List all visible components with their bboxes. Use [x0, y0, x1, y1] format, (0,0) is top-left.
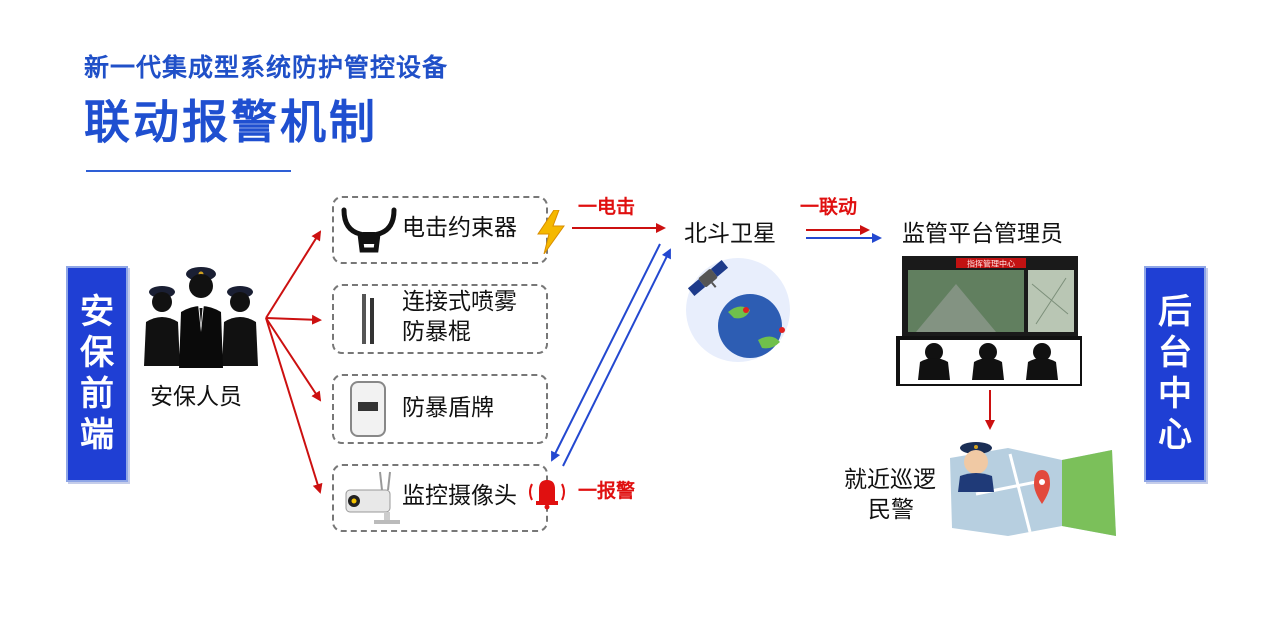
- device-box-stun-restraint: 电击约束器: [332, 196, 565, 264]
- alarm-label: 一报警: [578, 480, 636, 502]
- device-label-line2: 防暴棍: [402, 319, 471, 345]
- alarm-bell-icon: [529, 480, 565, 510]
- lightning-icon: [537, 210, 565, 254]
- satellite-label: 北斗卫星: [684, 221, 776, 247]
- police-label-line2: 民警: [868, 497, 914, 523]
- device-box-spray-baton: 连接式喷雾 防暴棍: [332, 284, 548, 354]
- device-label: 防暴盾牌: [402, 395, 494, 421]
- device-box-camera: 监控摄像头: [332, 464, 565, 532]
- side-char: 前: [80, 374, 114, 414]
- baton-icon: [362, 294, 374, 344]
- device-label: 电击约束器: [402, 215, 517, 241]
- riot-shield-icon: [350, 381, 386, 437]
- device-label: 监控摄像头: [402, 483, 517, 509]
- title-divider: [86, 170, 291, 172]
- side-char: 安: [80, 292, 114, 333]
- device-label-line1: 连接式喷雾: [402, 289, 517, 315]
- alarm-up-arrow: [562, 248, 671, 467]
- security-staff-label: 安保人员: [150, 384, 242, 410]
- side-char: 中: [1158, 374, 1192, 414]
- side-char: 保: [80, 333, 114, 374]
- shock-label: 一电击: [578, 196, 636, 218]
- subtitle: 新一代集成型系统防护管控设备: [84, 53, 449, 82]
- screen-banner: 指挥管理中心: [967, 259, 1015, 269]
- side-char: 端: [80, 414, 114, 455]
- platform-label: 监管平台管理员: [902, 221, 1063, 247]
- device-box-riot-shield: 防暴盾牌: [332, 374, 548, 444]
- linkage-label: 一联动: [800, 196, 858, 218]
- stun-restraint-icon: [341, 207, 397, 253]
- backend-center-box: 后 台 中 心: [1144, 266, 1206, 482]
- security-frontend-box: 安 保 前 端: [66, 266, 128, 482]
- side-char: 心: [1158, 414, 1192, 455]
- command-center-icon: 指挥管理中心: [896, 256, 1082, 386]
- patrol-map-icon: [950, 442, 1116, 536]
- police-label-line1: 就近巡逻: [844, 467, 936, 493]
- camera-icon: [345, 471, 400, 524]
- side-char: 台: [1158, 333, 1192, 374]
- security-staff-icon: [144, 267, 258, 368]
- satellite-globe-icon: [686, 258, 790, 362]
- side-char: 后: [1158, 292, 1192, 333]
- page-title: 联动报警机制: [84, 95, 378, 149]
- satellite-to-camera-arrow: [551, 243, 661, 462]
- staff-to-devices-arrows: [265, 230, 323, 494]
